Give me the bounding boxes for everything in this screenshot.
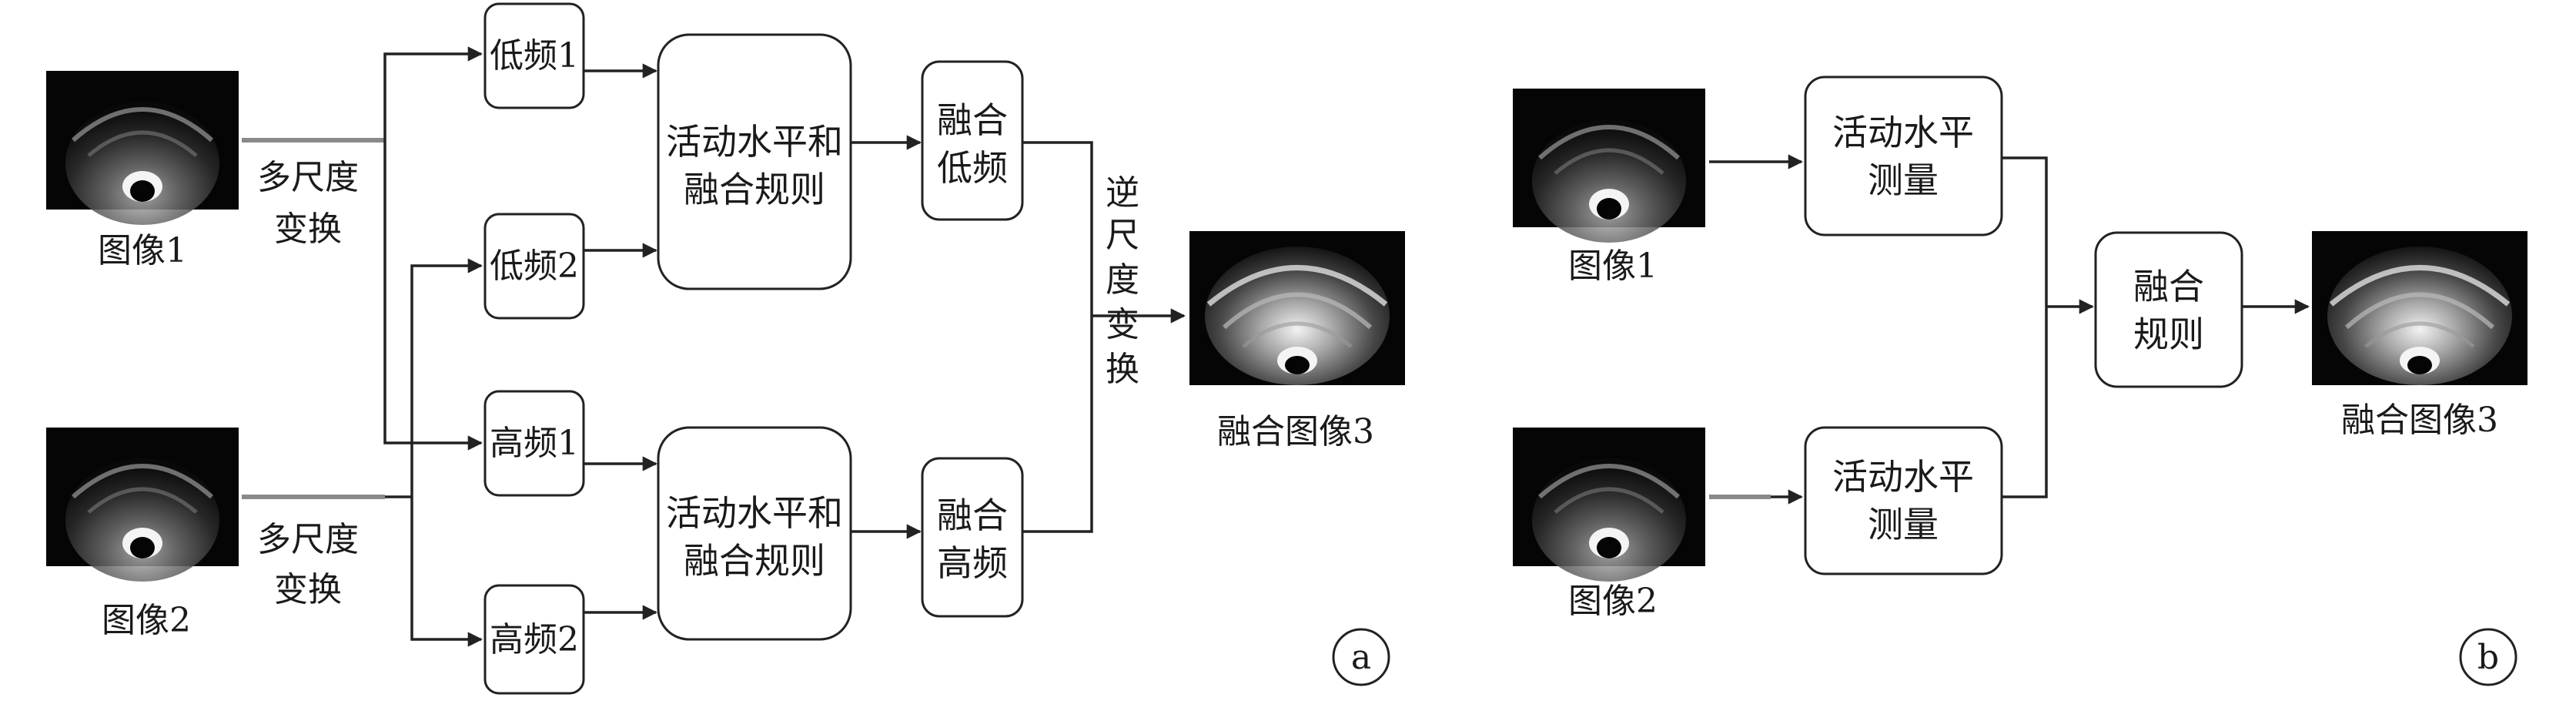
inverse-label-c4: 变 bbox=[1106, 305, 1139, 344]
image-2-label: 图像2 bbox=[102, 601, 191, 640]
rule-box-low bbox=[657, 33, 852, 290]
panel-b-marker bbox=[2459, 628, 2517, 686]
rule-box-low-line2: 融合规则 bbox=[684, 169, 825, 210]
high-freq-1-label: 高频1 bbox=[490, 424, 579, 463]
input-image-b1 bbox=[1513, 89, 1705, 243]
transform-label-2-line2: 变换 bbox=[274, 570, 342, 609]
branch-high-1 bbox=[383, 140, 483, 451]
image-1-label: 图像1 bbox=[98, 231, 187, 270]
output-label-b: 融合图像3 bbox=[2341, 401, 2498, 440]
inverse-label-c1: 逆 bbox=[1106, 173, 1139, 213]
low-freq-1-label: 低频1 bbox=[490, 36, 579, 75]
activity-bottom-line1: 活动水平 bbox=[1832, 456, 1974, 498]
panel-a: 图像1 图像2 多尺度 变换 多尺度 变换 低频1 低频2 高频1 高频2 bbox=[46, 2, 1405, 695]
high-freq-1-box bbox=[483, 390, 585, 497]
fuse-high-box bbox=[921, 457, 1024, 618]
panel-b: 图像1 图像2 活动水平 测量 活动水平 测量 融合 规则 融合图像3 b bbox=[1513, 75, 2527, 686]
high-freq-2-box bbox=[483, 584, 585, 695]
inverse-label-c2: 尺 bbox=[1106, 216, 1139, 255]
inverse-label-c5: 换 bbox=[1106, 350, 1139, 389]
low-freq-2-box bbox=[483, 213, 585, 320]
input-image-1 bbox=[46, 71, 239, 225]
activity-bottom-line2: 测量 bbox=[1868, 504, 1939, 545]
rule-box-high-line1: 活动水平和 bbox=[666, 492, 843, 534]
fuse-low-box bbox=[921, 60, 1024, 221]
transform-label-1-line2: 变换 bbox=[274, 210, 342, 249]
transform-label-2-line1: 多尺度 bbox=[257, 520, 359, 559]
transform-label-1-line1: 多尺度 bbox=[257, 158, 359, 197]
panel-a-marker bbox=[1332, 628, 1390, 686]
fuse-low-line2: 低频 bbox=[937, 147, 1008, 189]
fusion-rule-line2: 规则 bbox=[2133, 314, 2204, 355]
fuse-high-line2: 高频 bbox=[937, 542, 1008, 584]
branch-low-1 bbox=[383, 46, 483, 140]
image-b2-label: 图像2 bbox=[1568, 582, 1658, 621]
activity-box-top bbox=[1804, 75, 2003, 236]
fusion-rule-box bbox=[2094, 231, 2243, 388]
rule-box-high bbox=[657, 426, 852, 641]
panel-b-marker-label: b bbox=[2477, 638, 2499, 677]
output-image-b bbox=[2312, 231, 2527, 385]
activity-top-line1: 活动水平 bbox=[1832, 112, 1974, 153]
activity-box-bottom bbox=[1804, 426, 2003, 575]
activity-merge-line bbox=[2002, 156, 2048, 498]
fusion-rule-line1: 融合 bbox=[2133, 266, 2204, 307]
rule-box-high-line2: 融合规则 bbox=[684, 540, 825, 582]
fuse-high-line1: 融合 bbox=[937, 495, 1008, 536]
image-b1-label: 图像1 bbox=[1568, 247, 1658, 286]
input-image-b2 bbox=[1513, 428, 1705, 582]
low-freq-1-box bbox=[483, 2, 585, 109]
merge-line bbox=[1022, 141, 1093, 533]
output-image-a bbox=[1189, 231, 1405, 385]
branch-low-2 bbox=[410, 258, 483, 497]
fuse-low-line1: 融合 bbox=[937, 99, 1008, 141]
output-label-a: 融合图像3 bbox=[1217, 412, 1374, 451]
input-image-2 bbox=[46, 428, 239, 582]
rule-box-low-line1: 活动水平和 bbox=[666, 121, 843, 163]
activity-top-line2: 测量 bbox=[1868, 159, 1939, 201]
branch-high-2 bbox=[410, 497, 483, 647]
low-freq-2-label: 低频2 bbox=[490, 247, 579, 286]
panel-a-marker-label: a bbox=[1351, 638, 1371, 677]
high-freq-2-label: 高频2 bbox=[490, 620, 579, 659]
inverse-label-c3: 度 bbox=[1106, 260, 1139, 300]
